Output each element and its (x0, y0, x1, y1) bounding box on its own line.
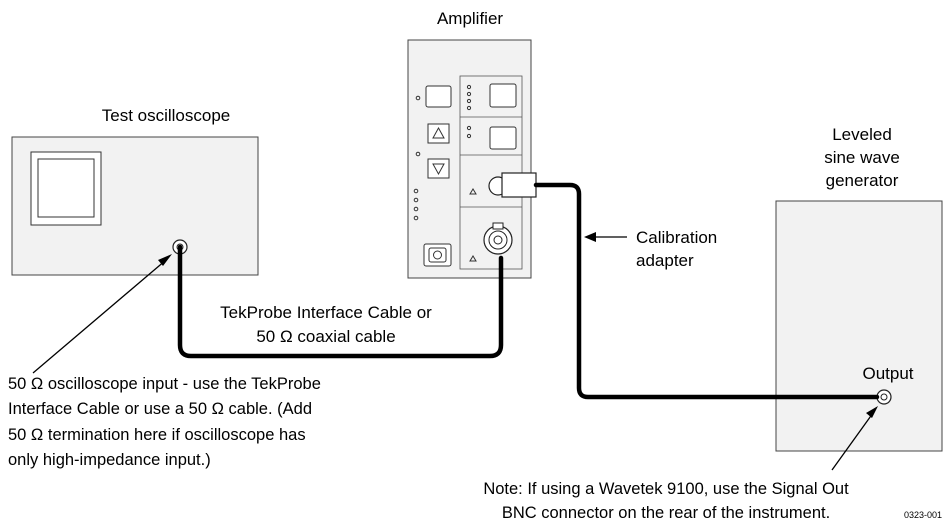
generator-label-line1: Leveled (832, 125, 892, 144)
calibration-adapter-label-line2: adapter (636, 251, 694, 270)
calibration-adapter (501, 172, 537, 198)
generator-label-line2: sine wave (824, 148, 900, 167)
amplifier-button-3 (489, 126, 517, 150)
input-note-line4: only high-impedance input.) (8, 451, 211, 469)
output-pointer-line (831, 412, 874, 471)
wavetek-note-line2: BNC connector on the rear of the instrum… (502, 504, 830, 522)
test-oscilloscope-label: Test oscilloscope (102, 106, 231, 125)
power-icon (433, 250, 442, 260)
amplifier-label: Amplifier (437, 9, 503, 28)
amplifier-button-2 (489, 83, 517, 108)
generator-label-line3: generator (826, 171, 899, 190)
input-note-line3: 50 Ω termination here if oscilloscope ha… (8, 426, 306, 444)
amplifier-down-button (427, 158, 450, 179)
down-triangle-icon (432, 163, 445, 176)
amplifier (407, 39, 532, 279)
oscilloscope-screen (37, 158, 95, 218)
input-note-line2: Interface Cable or use a 50 Ω cable. (Ad… (8, 400, 312, 418)
amplifier-button-1 (425, 85, 452, 108)
wavetek-note-line1: Note: If using a Wavetek 9100, use the S… (483, 480, 849, 498)
calibration-adapter-label-line1: Calibration (636, 228, 717, 247)
input-pointer-arrowhead (158, 254, 172, 266)
up-triangle-icon (432, 126, 445, 139)
generator-body (775, 200, 943, 452)
test-oscilloscope (11, 136, 259, 276)
output-pointer-arrowhead (866, 406, 878, 418)
output-label: Output (862, 364, 913, 383)
input-note-line1: 50 Ω oscilloscope input - use the TekPro… (8, 375, 321, 393)
cable-label-line2: 50 Ω coaxial cable (256, 327, 395, 346)
tekprobe-cable (177, 244, 504, 359)
sine-wave-generator (775, 200, 943, 452)
input-pointer-line (32, 259, 167, 374)
cable-label-line1: TekProbe Interface Cable or (220, 303, 432, 322)
generator-cable (533, 182, 880, 400)
figure-id: 0323-001 (904, 510, 942, 520)
adapter-pointer-arrowhead (584, 232, 596, 242)
amplifier-up-button (427, 123, 450, 144)
